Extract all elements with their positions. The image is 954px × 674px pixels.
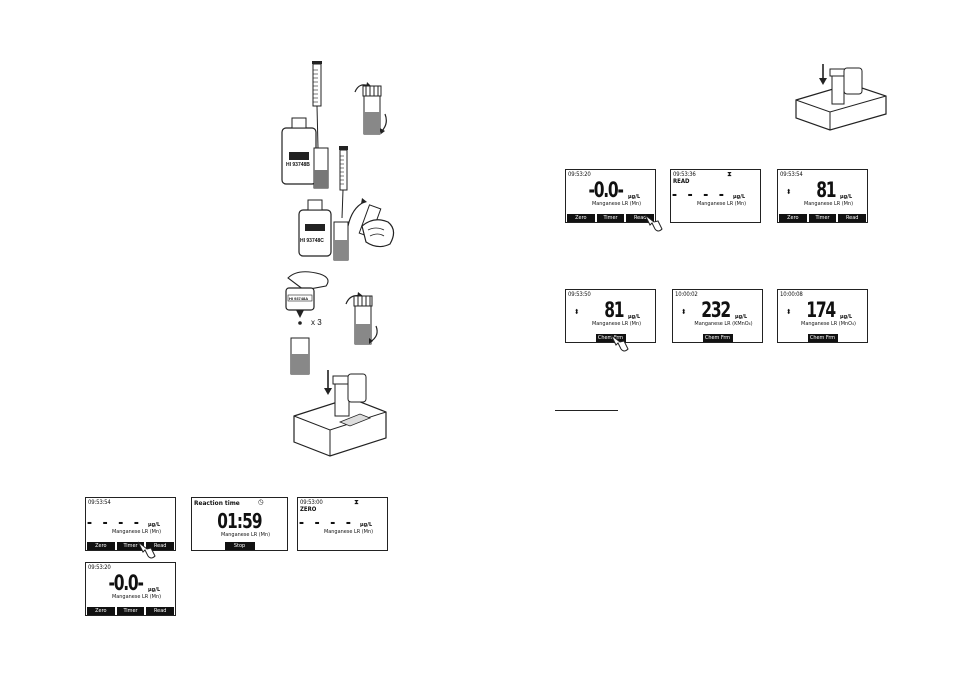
meter-screen-read-press: 09:53:20 -0.0- µg/L Manganese LR (Mn) Ze… [565,169,656,223]
sample-vial [313,147,329,189]
screen-softkey-bar: Chem Frm [673,334,762,342]
dropper-bottle-label: HI 93748A [289,296,309,301]
screen-parameter: Manganese LR (Mn) [220,532,271,538]
screen-softkey-bar: Chem Frm [778,334,867,342]
screen-clock: 09:53:36 [673,171,696,178]
screen-reading: - - - - [86,515,142,531]
screen-clock: 09:53:50 [568,291,591,298]
screen-softkey-bar: Zero Timer Read [86,607,175,615]
syringe-reagent-c-illustration [333,146,349,261]
drop-count: x 3 [311,318,322,327]
up-down-arrow-icon: ⬍ [681,308,687,316]
pointing-hand-icon [644,214,663,232]
meter-screen-timer-press: 09:53:54 - - - - µg/L Manganese LR (Mn) … [85,497,176,551]
timer-softkey[interactable]: Timer [808,214,837,222]
screen-reading: -0.0- [108,571,144,595]
meter-screen-mno4: 10:00:08 ⬍ 174 µg/L Manganese LR (MnO₄) … [777,289,868,343]
meter-screen-chem-form-press: 09:53:50 ⬍ 81 µg/L Manganese LR (Mn) Che… [565,289,656,343]
screen-reading: 81 [603,298,624,322]
read-softkey[interactable]: Read [146,542,175,550]
bottle-label-b: HI 93748B [286,162,310,168]
chem-form-softkey[interactable]: Chem Frm [702,334,733,342]
zero-softkey[interactable]: Zero [87,607,115,615]
read-softkey[interactable]: Read [626,214,655,222]
screen-softkey-bar: Chem Frm [566,334,655,342]
up-down-arrow-icon: ⬍ [786,308,792,316]
screen-parameter: Manganese LR (Mn) [323,529,374,535]
screen-softkey-bar: Stop [192,542,287,550]
screen-softkey-bar: Zero Timer Read [566,214,655,222]
screen-unit: µg/L [148,522,161,528]
meter-screen-zero-result: 09:53:20 -0.0- µg/L Manganese LR (Mn) Ze… [85,562,176,616]
screen-reading: - - - - [298,515,354,531]
timer-softkey[interactable]: Timer [596,214,625,222]
screen-unit: µg/L [360,522,373,528]
screen-clock: 09:53:54 [88,499,111,506]
zero-softkey[interactable]: Zero [567,214,595,222]
screen-softkey-bar: Zero Timer Read [86,542,175,550]
screen-unit: µg/L [628,194,641,200]
screen-parameter: Manganese LR (MnO₄) [801,321,856,327]
up-down-arrow-icon: ⬍ [786,188,792,196]
clock-icon: ◷ [258,498,264,506]
screen-status: ZERO [300,506,317,513]
up-down-arrow-icon: ⬍ [574,308,580,316]
read-softkey[interactable]: Read [146,607,175,615]
screen-unit: µg/L [840,194,853,200]
meter-insert-cuvette-left [293,370,387,457]
screen-unit: µg/L [628,314,641,320]
hand-shake-illustration [347,198,395,248]
screen-status: READ [673,178,690,185]
screen-reading: 81 [815,178,836,202]
screen-clock: 09:53:00 [300,499,323,506]
screen-parameter: Manganese LR (Mn) [803,201,854,207]
screen-unit: µg/L [735,314,748,320]
screen-clock: 09:53:20 [88,564,111,571]
chem-form-softkey[interactable]: Chem Frm [807,334,838,342]
meter-screen-reaction-time: Reaction time ◷ 01:59 Manganese LR (Mn) … [191,497,288,551]
stop-softkey[interactable]: Stop [224,542,255,550]
cuvette-invert-illustration [345,292,378,345]
screen-reading: -0.0- [588,178,624,202]
meter-screen-kmno4: 10:00:02 ⬍ 232 µg/L Manganese LR (KMnO₄)… [672,289,763,343]
pointing-hand-icon [610,334,629,352]
screen-unit: µg/L [733,194,746,200]
hourglass-icon: ⧗ [354,498,359,506]
zero-softkey[interactable]: Zero [87,542,115,550]
cuvette-cap-illustration [354,82,387,135]
read-softkey[interactable]: Read [838,214,867,222]
screen-parameter: Manganese LR (Mn) [591,201,642,207]
screen-clock: 09:53:54 [780,171,803,178]
screen-reading: - - - - [671,187,727,203]
section-underline [555,410,618,411]
timer-softkey[interactable]: Timer [116,542,145,550]
timer-softkey[interactable]: Timer [116,607,145,615]
screen-clock: 10:00:08 [780,291,803,298]
screen-reading: 174 [806,298,836,322]
screen-unit: µg/L [840,314,853,320]
pointing-hand-icon [137,541,156,559]
reagent-bottle-c [298,199,332,257]
screen-unit: µg/L [148,587,161,593]
meter-screen-reading: 09:53:36 ⧗ READ - - - - µg/L Manganese L… [670,169,761,223]
countdown-timer: 01:59 [217,509,262,533]
bottle-label-c: HI 93748C [300,238,324,244]
screen-softkey-bar: Zero Timer Read [778,214,867,222]
screen-clock: 09:53:20 [568,171,591,178]
screen-parameter: Manganese LR (Mn) [111,594,162,600]
screen-parameter: Manganese LR (KMnO₄) [694,321,753,327]
screen-parameter: Manganese LR (Mn) [696,201,747,207]
screen-parameter: Manganese LR (Mn) [591,321,642,327]
meter-screen-result: 09:53:54 ⬍ 81 µg/L Manganese LR (Mn) Zer… [777,169,868,223]
hourglass-icon: ⧗ [727,170,732,178]
screen-clock: 10:00:02 [675,291,698,298]
chem-form-softkey[interactable]: Chem Frm [595,334,626,342]
meter-screen-zeroing: 09:53:00 ⧗ ZERO - - - - µg/L Manganese L… [297,497,388,551]
meter-insert-cuvette-right [795,64,887,131]
dropper-bottle-illustration [285,271,329,375]
zero-softkey[interactable]: Zero [779,214,807,222]
screen-title: Reaction time [194,499,240,507]
screen-reading: 232 [701,298,731,322]
screen-parameter: Manganese LR (Mn) [111,529,162,535]
